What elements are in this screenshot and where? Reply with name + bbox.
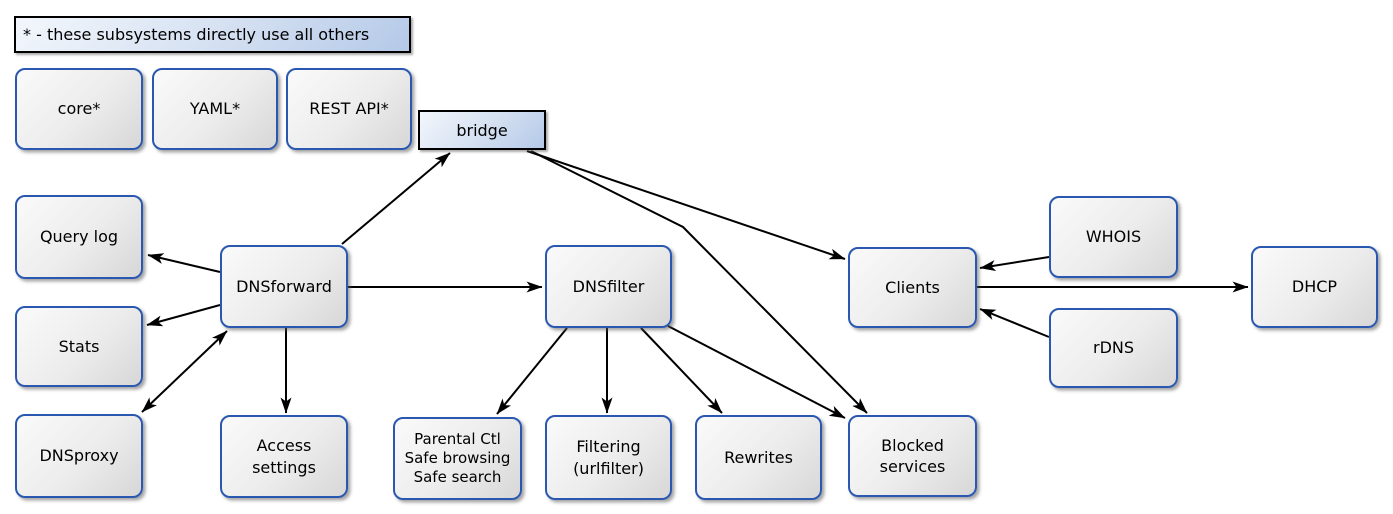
node-dnsproxy: DNSproxy [15, 414, 143, 498]
node-dnsforward: DNSforward [220, 245, 348, 328]
edge-bridge-to-blocked_services [530, 150, 868, 414]
node-label: DNSfilter [572, 276, 645, 296]
node-bridge: bridge [418, 110, 546, 150]
node-label: Filtering (urlfilter) [573, 437, 644, 478]
node-label: bridge [456, 120, 508, 140]
node-blocked-services: Blocked services [848, 415, 977, 497]
node-rdns: rDNS [1049, 308, 1178, 388]
edge-whois-to-clients [979, 256, 1050, 271]
node-label: Clients [885, 277, 940, 297]
node-label: Rewrites [724, 447, 793, 467]
edge-dnsfilter-to-rewrites [640, 327, 723, 414]
edge-dnsforward-to-bridge [341, 152, 451, 245]
node-label: Blocked services [879, 435, 946, 476]
node-label: Access settings [252, 436, 316, 477]
node-label: core* [57, 99, 101, 119]
node-label: Parental Ctl Safe browsing Safe search [404, 429, 511, 487]
node-label: DNSforward [236, 276, 332, 296]
node-access-settings: Access settings [220, 415, 348, 498]
legend: * - these subsystems directly use all ot… [14, 16, 411, 53]
edge-bridge-to-clients [526, 150, 846, 260]
node-core: core* [15, 68, 143, 150]
node-dnsfilter: DNSfilter [545, 245, 672, 328]
node-label: Query log [39, 227, 119, 247]
node-stats: Stats [15, 306, 143, 387]
node-label: DHCP [1291, 277, 1338, 297]
node-filtering: Filtering (urlfilter) [545, 415, 672, 500]
node-parental: Parental Ctl Safe browsing Safe search [393, 417, 522, 500]
node-clients: Clients [848, 247, 977, 328]
node-label: WHOIS [1085, 227, 1142, 247]
node-rest-api: REST API* [286, 68, 412, 150]
edge-rdns-to-clients [979, 308, 1050, 338]
edge-dnsforward-to-dnsproxy [141, 330, 228, 413]
node-dhcp: DHCP [1251, 246, 1378, 328]
node-label: YAML* [189, 99, 241, 119]
node-rewrites: Rewrites [695, 415, 822, 500]
node-query-log: Query log [15, 195, 143, 279]
edge-dnsfilter-to-blocked_services [667, 325, 846, 419]
legend-text: * - these subsystems directly use all ot… [23, 25, 370, 44]
edge-dnsforward-to-query_log [147, 253, 221, 273]
node-yaml: YAML* [152, 68, 278, 150]
edge-dnsfilter-to-parental [496, 327, 568, 415]
node-label: DNSproxy [39, 446, 119, 466]
edge-dnsforward-to-stats [146, 304, 221, 327]
node-label: Stats [58, 336, 100, 356]
node-whois: WHOIS [1049, 196, 1178, 278]
node-label: REST API* [309, 99, 389, 119]
node-label: rDNS [1092, 338, 1135, 358]
